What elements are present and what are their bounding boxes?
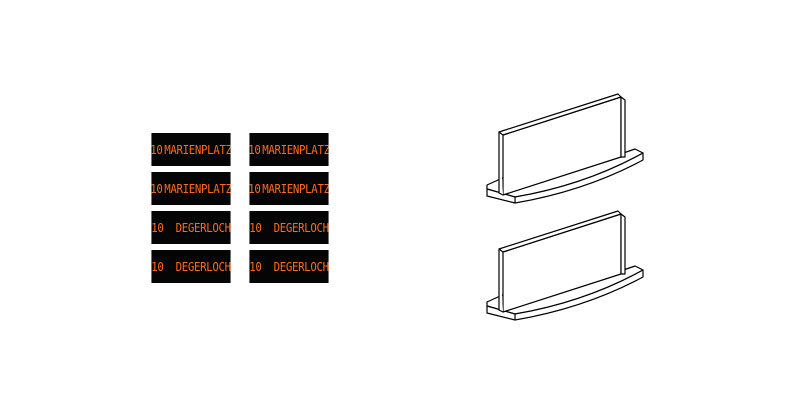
sign-stand-drawing (486, 210, 644, 321)
line-number: 10 (249, 142, 261, 157)
destination-tile: 10 MARIENPLATZ (151, 172, 231, 205)
line-number: 10 (151, 220, 164, 235)
destination-tile: 10 DEGERLOCH (249, 250, 329, 283)
destination-name: MARIENPLATZ (262, 181, 329, 196)
line-number: 10 (249, 220, 262, 235)
sign-stand-illustration-top (485, 93, 655, 223)
destination-name: MARIENPLATZ (262, 142, 329, 157)
destination-tile-grid: 10 MARIENPLATZ 10 MARIENPLATZ 10 MARIENP… (145, 133, 335, 283)
line-number: 10 (151, 181, 163, 196)
sign-stand-illustration-bottom (485, 210, 655, 340)
destination-tile: 10 MARIENPLATZ (151, 133, 231, 166)
destination-tile: 10 MARIENPLATZ (249, 133, 329, 166)
line-number: 10 (151, 142, 163, 157)
destination-tile: 10 MARIENPLATZ (249, 172, 329, 205)
line-number: 10 (249, 259, 262, 274)
line-number: 10 (151, 259, 164, 274)
destination-name: DEGERLOCH (175, 220, 231, 235)
destination-name: DEGERLOCH (273, 220, 329, 235)
sign-stand-drawing (486, 93, 644, 204)
destination-tile: 10 DEGERLOCH (151, 211, 231, 244)
destination-name: DEGERLOCH (175, 259, 231, 274)
destination-name: MARIENPLATZ (164, 142, 231, 157)
destination-name: MARIENPLATZ (164, 181, 231, 196)
destination-tile: 10 DEGERLOCH (151, 250, 231, 283)
line-number: 10 (249, 181, 261, 196)
destination-tile: 10 DEGERLOCH (249, 211, 329, 244)
destination-name: DEGERLOCH (273, 259, 329, 274)
